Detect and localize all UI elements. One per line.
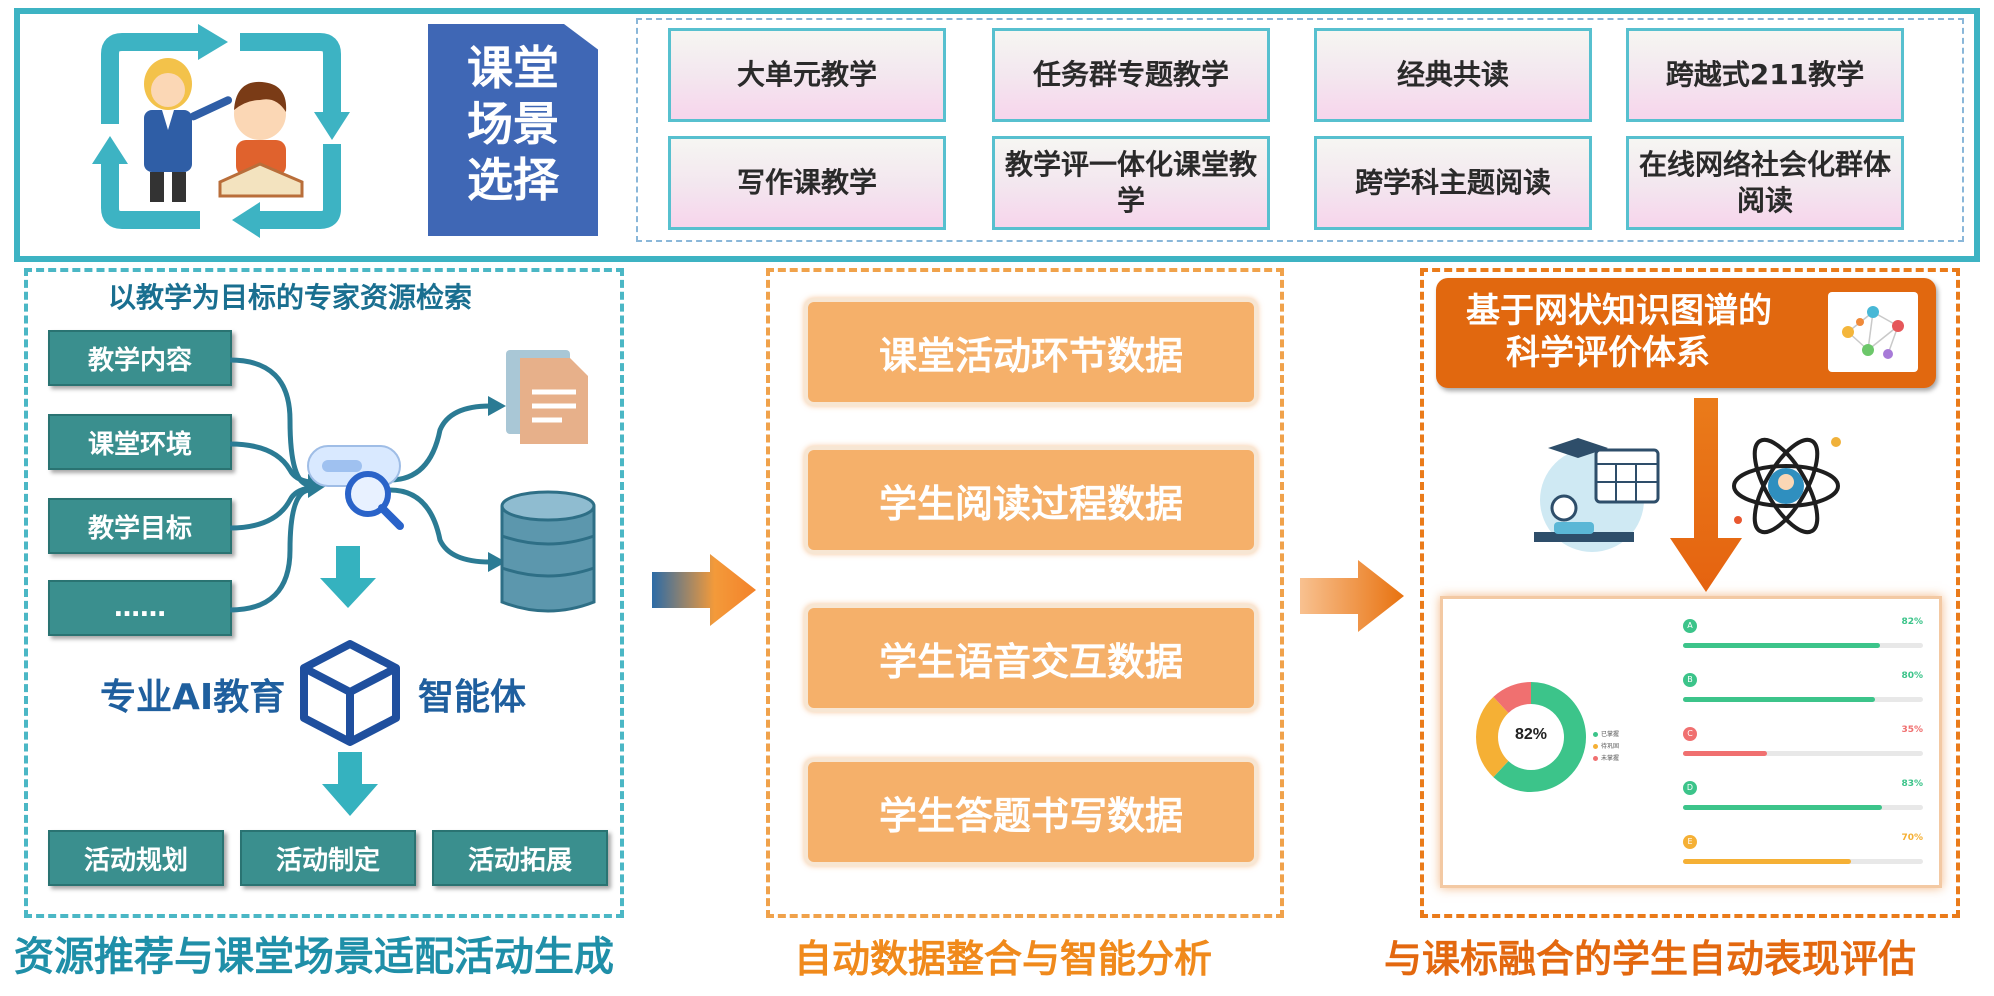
search-magnifier-icon (307, 445, 404, 530)
output-activity-planning: 活动规划 (48, 830, 224, 886)
metric-icon: C (1683, 727, 1697, 741)
flow-arrow-icon (652, 554, 756, 626)
document-icon (506, 350, 588, 444)
scene-option-task-group[interactable]: 任务群专题教学 (992, 28, 1270, 122)
mid-section-heading: 自动数据整合与智能分析 (794, 937, 1213, 981)
flow-arrow-icon-2 (1300, 560, 1404, 632)
scene-option-classic-reading[interactable]: 经典共读 (1314, 28, 1592, 122)
metric-icon: A (1683, 619, 1697, 633)
scene-option-big-unit[interactable]: 大单元教学 (668, 28, 946, 122)
metric-value: 80% (1901, 671, 1923, 681)
metric-row: A 82% (1683, 617, 1923, 657)
expert-search-subtitle: 以教学为目标的专家资源检索 (108, 281, 473, 314)
scene-selection-title: 课堂 场景 选择 (428, 24, 598, 236)
metric-row: E 70% (1683, 833, 1923, 873)
donut-segment-1 (1476, 696, 1509, 778)
resource-recommendation-panel (24, 268, 624, 918)
donut-segment-0 (1493, 682, 1586, 792)
metric-value: 70% (1901, 833, 1923, 843)
teacher-student-illustration (92, 24, 350, 238)
scene-option-cross-subject[interactable]: 跨学科主题阅读 (1314, 136, 1592, 230)
metric-value: 35% (1901, 725, 1923, 735)
online-education-illustration (1534, 438, 1660, 552)
data-integration-panel (766, 268, 1284, 918)
input-classroom-environment: 课堂环境 (48, 414, 232, 470)
atom-icon (1732, 437, 1841, 535)
input-more: …… (48, 580, 232, 636)
evaluation-header-line1: 基于网状知识图谱的 (1466, 291, 1772, 331)
metric-value: 83% (1901, 779, 1923, 789)
metric-icon: E (1683, 835, 1697, 849)
input-teaching-goal: 教学目标 (48, 498, 232, 554)
down-arrow-icon-3 (1670, 398, 1742, 592)
donut-segment-2 (1493, 682, 1532, 714)
legend-consolidate: 待巩固 (1593, 741, 1619, 750)
search-flow-graphic (230, 350, 596, 613)
metric-icon: D (1683, 781, 1697, 795)
data-classroom-activity: 课堂活动环节数据 (804, 298, 1258, 406)
right-section-heading: 与课标融合的学生自动表现评估 (1384, 937, 1917, 981)
metric-row: B 80% (1683, 671, 1923, 711)
evaluation-header-line2: 科学评价体系 (1506, 333, 1710, 373)
scene-option-leapfrog-211[interactable]: 跨越式211教学 (1626, 28, 1904, 122)
left-section-heading: 资源推荐与课堂场景适配活动生成 (14, 934, 614, 980)
student-evaluation-panel (1420, 268, 1960, 918)
cycle-arrows-icon (101, 33, 341, 229)
data-reading-process: 学生阅读过程数据 (804, 446, 1258, 554)
output-activity-making: 活动制定 (240, 830, 416, 886)
donut-center-value: 82% (1515, 726, 1547, 743)
teacher-icon (144, 58, 233, 202)
legend-mastered: 已掌握 (1593, 729, 1619, 738)
evaluation-report-card: 82% 已掌握 待巩固 未掌握 A 82% B 80% C 35% D 83% … (1440, 596, 1942, 888)
agent-label-suffix: 智能体 (418, 677, 527, 718)
down-arrow-icon-2 (322, 752, 378, 816)
down-arrow-icon (320, 546, 376, 608)
scene-option-online-social[interactable]: 在线网络社会化群体阅读 (1626, 136, 1904, 230)
scene-options-grid (636, 18, 1964, 242)
agent-label-prefix: 专业AI教育 (100, 677, 286, 718)
metric-row: C 35% (1683, 725, 1923, 765)
database-icon (500, 490, 596, 613)
input-teaching-content: 教学内容 (48, 330, 232, 386)
data-voice-interaction: 学生语音交互数据 (804, 604, 1258, 712)
output-activity-extension: 活动拓展 (432, 830, 608, 886)
scene-option-teach-eval-integrated[interactable]: 教学评一体化课堂教学 (992, 136, 1270, 230)
metric-row: D 83% (1683, 779, 1923, 819)
mastery-donut-chart: 82% (1476, 682, 1586, 792)
student-icon (218, 81, 304, 198)
metric-icon: B (1683, 673, 1697, 687)
data-answer-writing: 学生答题书写数据 (804, 758, 1258, 866)
legend-not-mastered: 未掌握 (1593, 753, 1619, 762)
metric-value: 82% (1901, 617, 1923, 627)
knowledge-graph-icon (1828, 292, 1918, 372)
scene-option-writing[interactable]: 写作课教学 (668, 136, 946, 230)
ai-agent-cube-icon (300, 640, 400, 746)
